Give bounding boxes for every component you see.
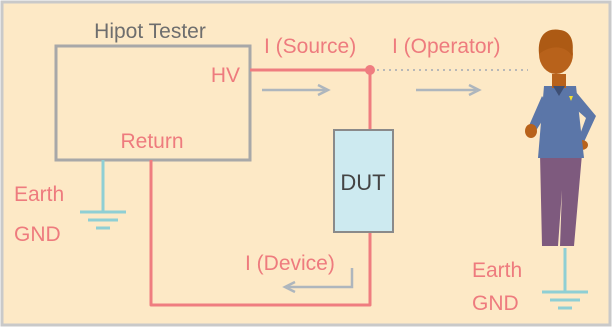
operator-current-arrow [416,83,482,97]
device-current-label: I (Device) [245,252,335,275]
source-current-label: I (Source) [264,35,356,58]
hv-terminal-label: HV [211,64,240,87]
hipot-tester-title: Hipot Tester [94,20,206,43]
junction-node [365,65,375,75]
right-earth-ground-icon [542,248,588,310]
dut-box [333,129,394,233]
operator-current-label: I (Operator) [392,35,501,58]
right-earth-label: Earth [472,259,522,282]
dut-label: DUT [340,170,385,195]
person-standing-icon [525,29,596,246]
right-gnd-label: GND [472,292,519,315]
left-earth-label: Earth [14,183,64,206]
hipot-tester-box [54,44,252,162]
return-terminal-label: Return [120,130,183,153]
left-earth-ground-icon [80,160,126,230]
left-gnd-label: GND [14,223,61,246]
device-current-arrow [282,268,354,294]
source-current-arrow [262,83,331,97]
